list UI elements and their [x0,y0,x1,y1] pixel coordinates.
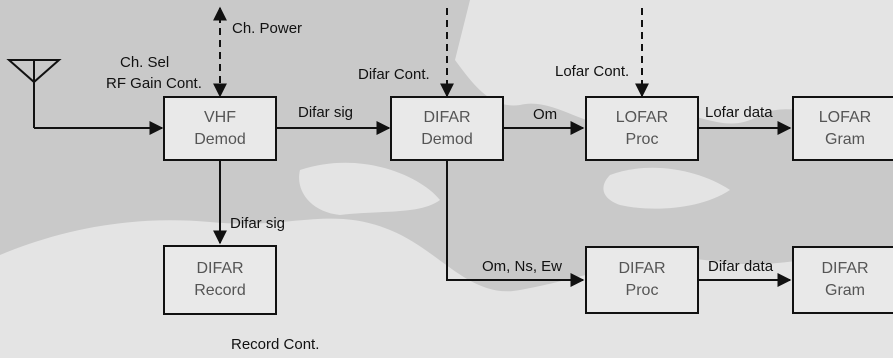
ch-sel-label: Ch. Sel [120,54,170,71]
lofar-gram-line2: Gram [825,130,865,148]
vhf-demod-line2: Demod [194,130,246,148]
difar-sig-label: Difar sig [298,104,354,121]
om-ns-ew-arrow [446,160,585,287]
record-cont-label: Record Cont. [231,336,320,353]
difar-proc-block: DIFAR Proc [585,246,699,314]
ch-power-label: Ch. Power [232,20,303,37]
vhf-demod-line1: VHF [204,108,236,126]
lofar-data-label: Lofar data [705,104,773,121]
difar-demod-line2: Demod [421,130,473,148]
difar-gram-line1: DIFAR [821,260,869,277]
lofar-cont-label: Lofar Cont. [555,63,630,80]
difar-data-label: Difar data [708,258,774,275]
difar-gram-block: DIFAR Gram [792,246,893,314]
rf-gain-label: RF Gain Cont. [106,75,202,92]
om-ns-ew-label: Om, Ns, Ew [482,258,563,275]
lofar-proc-line2: Proc [625,130,659,148]
difar-sig-record-label: Difar sig [230,215,286,232]
difar-demod-line1: DIFAR [423,108,471,126]
difar-record-line2: Record [194,282,246,299]
difar-cont-label: Difar Cont. [358,66,430,83]
lofar-proc-block: LOFAR Proc [585,96,699,161]
difar-record-block: DIFAR Record [163,245,277,315]
difar-record-line1: DIFAR [196,260,244,277]
om-label: Om [533,106,558,123]
lofar-proc-line1: LOFAR [615,108,669,126]
lofar-gram-line1: LOFAR [818,108,872,126]
difar-proc-line2: Proc [625,282,659,299]
difar-demod-block: DIFAR Demod [390,96,504,161]
vhf-demod-block: VHF Demod [163,96,277,161]
difar-proc-line1: DIFAR [618,260,666,277]
difar-gram-line2: Gram [825,282,865,299]
lofar-gram-block: LOFAR Gram [792,96,893,161]
